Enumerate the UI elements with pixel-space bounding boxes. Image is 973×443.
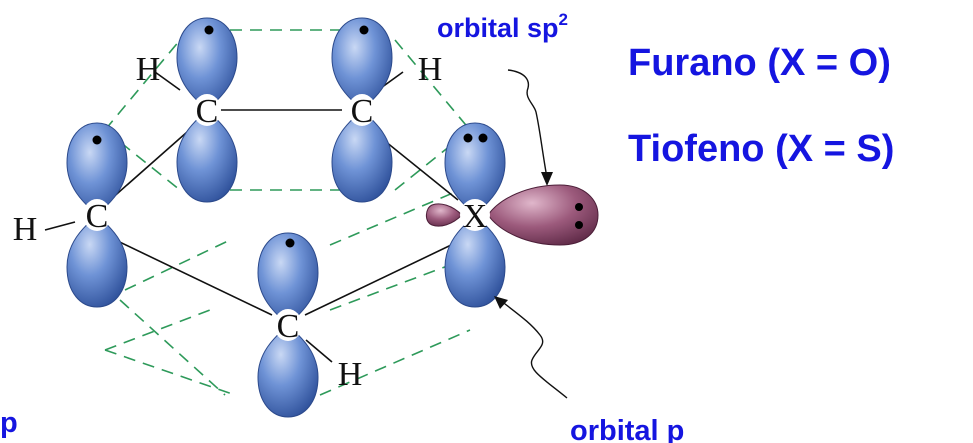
sp2-orbital [425,184,599,246]
electrons [92,25,583,248]
atom-x: X [463,198,488,235]
atom-h-bottom: H [338,356,363,393]
atom-c-bottom: C [277,308,300,345]
atom-c-left: C [86,198,109,235]
label-cut-p: p [0,407,18,439]
atom-h-top-right: H [418,51,443,88]
label-orbital-p: orbital p [570,415,684,443]
arrow-head-sp2 [541,172,553,186]
atom-h-left: H [13,211,38,248]
atom-c-top-left: C [196,93,219,130]
atom-h-top-left: H [136,51,161,88]
atom-halos [83,94,490,341]
arrow-head-p [494,296,508,309]
pointer-arrows [499,69,568,399]
title-tiofeno: Tiofeno (X = S) [628,128,895,170]
atom-c-top-right: C [351,93,374,130]
title-furano: Furano (X = O) [628,42,891,84]
label-orbital-sp2: orbital sp2 [437,10,568,43]
